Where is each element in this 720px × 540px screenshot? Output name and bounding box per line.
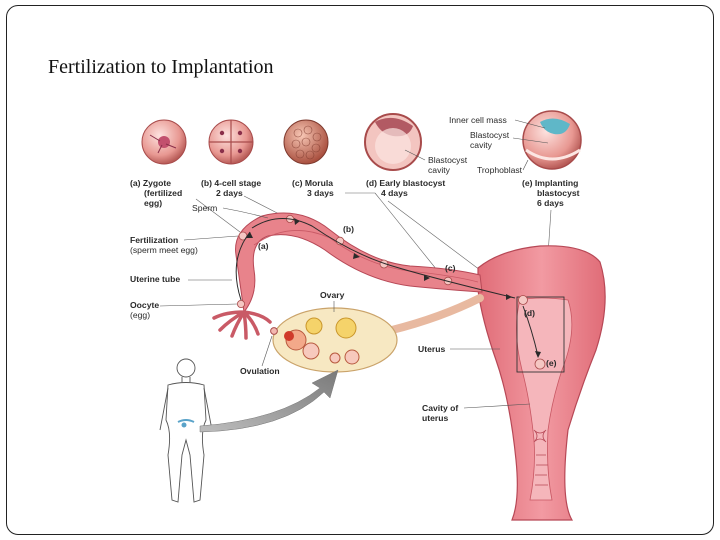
label-oocyte: Oocyte [130, 300, 159, 310]
ovary [272, 307, 398, 373]
marker-b: (b) [343, 224, 354, 234]
label-ovulation: Ovulation [240, 366, 280, 376]
label-blastocyst-cavity-2: cavity [470, 140, 493, 150]
label-fertilization-2: (sperm meet egg) [130, 245, 198, 255]
morula-cell [283, 119, 329, 165]
label-implanting: (e) Implanting [522, 178, 578, 188]
marker-c: (c) [445, 263, 456, 273]
zygote-cell [141, 119, 187, 165]
label-trophoblast: Trophoblast [477, 165, 523, 175]
label-early-blastocyst: (d) Early blastocyst [366, 178, 445, 188]
uterine-tube [212, 212, 483, 340]
ovarian-ligament [388, 294, 484, 334]
label-four-cell: (b) 4-cell stage [201, 178, 261, 188]
label-blastocyst-cavity-b2: cavity [428, 165, 451, 175]
label-blastocyst-cavity-b: Blastocyst [428, 155, 468, 165]
label-fertilization: Fertilization [130, 235, 178, 245]
label-zygote-2: (fertilized [144, 188, 182, 198]
early-blastocyst [364, 113, 422, 171]
marker-a: (a) [258, 241, 269, 251]
label-cavity: Cavity of [422, 403, 458, 413]
label-zygote-3: egg) [144, 198, 162, 208]
female-silhouette [159, 358, 213, 503]
label-ovary: Ovary [320, 290, 345, 300]
label-blastocyst-cavity: Blastocyst [470, 130, 510, 140]
implantation-highlight-box [516, 296, 565, 373]
label-implanting-2: blastocyst [537, 188, 580, 198]
label-uterine-tube: Uterine tube [130, 274, 180, 284]
label-morula: (c) Morula [292, 178, 333, 188]
label-inner-cell-mass: Inner cell mass [449, 115, 507, 125]
ovulated-oocyte [270, 327, 278, 335]
label-oocyte-2: (egg) [130, 310, 150, 320]
label-implanting-3: 6 days [537, 198, 564, 208]
label-four-cell-2: 2 days [216, 188, 243, 198]
label-uterus: Uterus [418, 344, 445, 354]
implanting-blastocyst [522, 110, 582, 170]
marker-d: (d) [524, 308, 535, 318]
slide-title: Fertilization to Implantation [48, 56, 274, 78]
label-sperm: Sperm [192, 203, 217, 213]
label-cavity-2: uterus [422, 413, 448, 423]
marker-e: (e) [546, 358, 557, 368]
label-morula-2: 3 days [307, 188, 334, 198]
four-cell-stage [208, 119, 254, 165]
uterus [477, 245, 606, 521]
label-zygote: (a) Zygote [130, 178, 171, 188]
reproductive-icon [177, 419, 195, 428]
zoom-arrow [199, 369, 339, 433]
label-early-blastocyst-2: 4 days [381, 188, 408, 198]
